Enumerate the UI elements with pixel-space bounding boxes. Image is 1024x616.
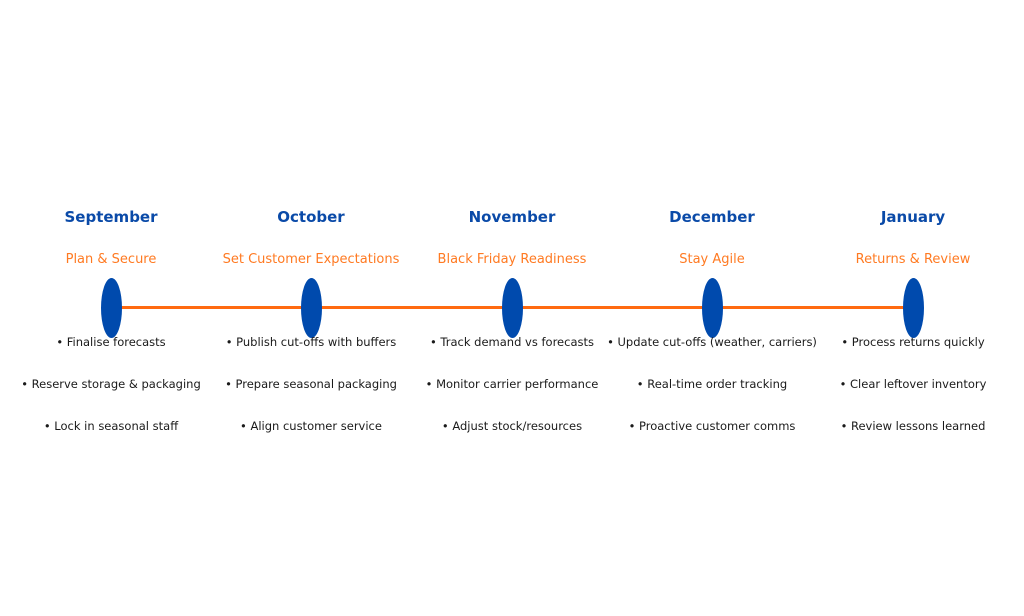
task-item: • Process returns quickly <box>841 335 985 349</box>
month-label: November <box>468 208 556 226</box>
milestone-marker <box>100 278 122 338</box>
task-item: • Real-time order tracking <box>636 377 788 391</box>
task-item: • Adjust stock/resources <box>441 419 583 433</box>
task-item: • Lock in seasonal staff <box>43 419 179 433</box>
phase-label: Set Customer Expectations <box>222 252 400 267</box>
task-item: • Prepare seasonal packaging <box>225 377 397 391</box>
task-item: • Finalise forecasts <box>56 335 166 349</box>
task-item: • Update cut-offs (weather, carriers) <box>607 335 817 349</box>
task-item: • Align customer service <box>240 419 382 433</box>
phase-label: Returns & Review <box>855 252 971 267</box>
task-item: • Proactive customer comms <box>628 419 796 433</box>
milestone-marker <box>300 278 322 338</box>
task-item: • Review lessons learned <box>840 419 986 433</box>
milestone-marker <box>501 278 523 338</box>
task-item: • Publish cut-offs with buffers <box>225 335 397 349</box>
milestone-marker <box>701 278 723 338</box>
month-label: December <box>669 208 755 226</box>
month-label: October <box>277 208 345 226</box>
timeline-stage-october: October Set Customer Expectations • Publ… <box>211 0 411 616</box>
phase-label: Plan & Secure <box>65 252 157 267</box>
month-label: January <box>880 208 946 226</box>
task-item: • Reserve storage & packaging <box>21 377 201 391</box>
task-item: • Monitor carrier performance <box>425 377 599 391</box>
timeline-stage-december: December Stay Agile • Update cut-offs (w… <box>607 0 817 616</box>
phase-label: Stay Agile <box>679 252 745 267</box>
milestone-marker <box>902 278 924 338</box>
month-label: September <box>64 208 158 226</box>
task-item: • Track demand vs forecasts <box>429 335 594 349</box>
task-item: • Clear leftover inventory <box>839 377 987 391</box>
timeline-stage-november: November Black Friday Readiness • Track … <box>412 0 612 616</box>
timeline-stage-september: September Plan & Secure • Finalise forec… <box>11 0 211 616</box>
phase-label: Black Friday Readiness <box>437 252 587 267</box>
timeline-stage-january: January Returns & Review • Process retur… <box>813 0 1013 616</box>
